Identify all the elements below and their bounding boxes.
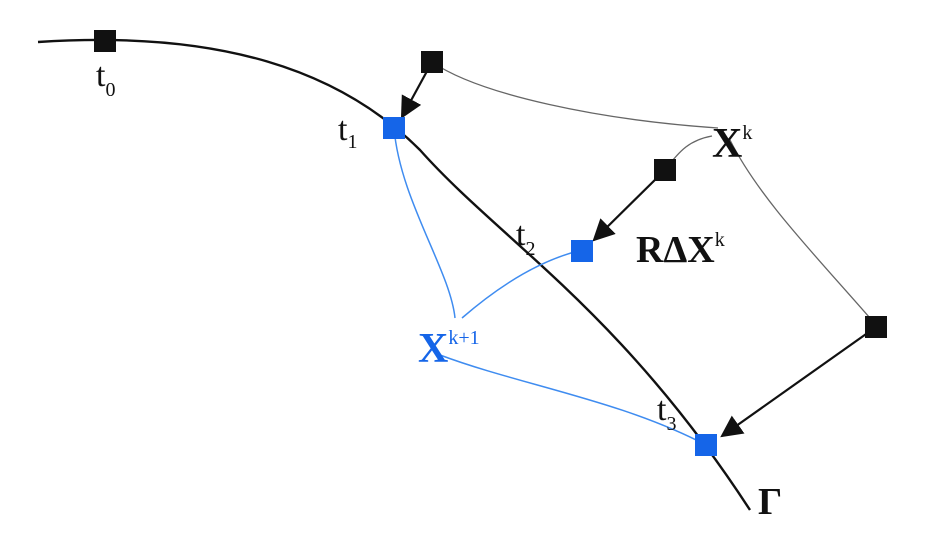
node-right-source — [865, 316, 887, 338]
label-gamma: Γ — [758, 481, 782, 523]
blue-link-t3 — [439, 354, 707, 446]
blue-link-t1 — [393, 127, 456, 319]
node-t1 — [383, 117, 405, 139]
label-t2: t2 — [516, 216, 535, 260]
label-t1: t1 — [338, 111, 357, 153]
link-xk-right — [729, 139, 877, 326]
label-xk1: Xk+1 — [418, 326, 480, 372]
label-xk: Xk — [712, 121, 752, 167]
label-r-delta-xk: RΔXk — [636, 229, 725, 271]
node-top-source — [421, 51, 443, 73]
blue-link-t2 — [461, 249, 583, 319]
node-mid-source — [654, 159, 676, 181]
link-xk-top — [431, 61, 719, 129]
curve-gamma — [37, 38, 752, 511]
label-t0: t0 — [96, 57, 115, 101]
node-t3 — [695, 434, 717, 456]
node-t0 — [94, 30, 116, 52]
node-t2 — [571, 240, 593, 262]
arrow-to-t3 — [720, 326, 877, 438]
arrow-to-t2 — [592, 169, 666, 242]
label-t3: t3 — [657, 391, 676, 435]
